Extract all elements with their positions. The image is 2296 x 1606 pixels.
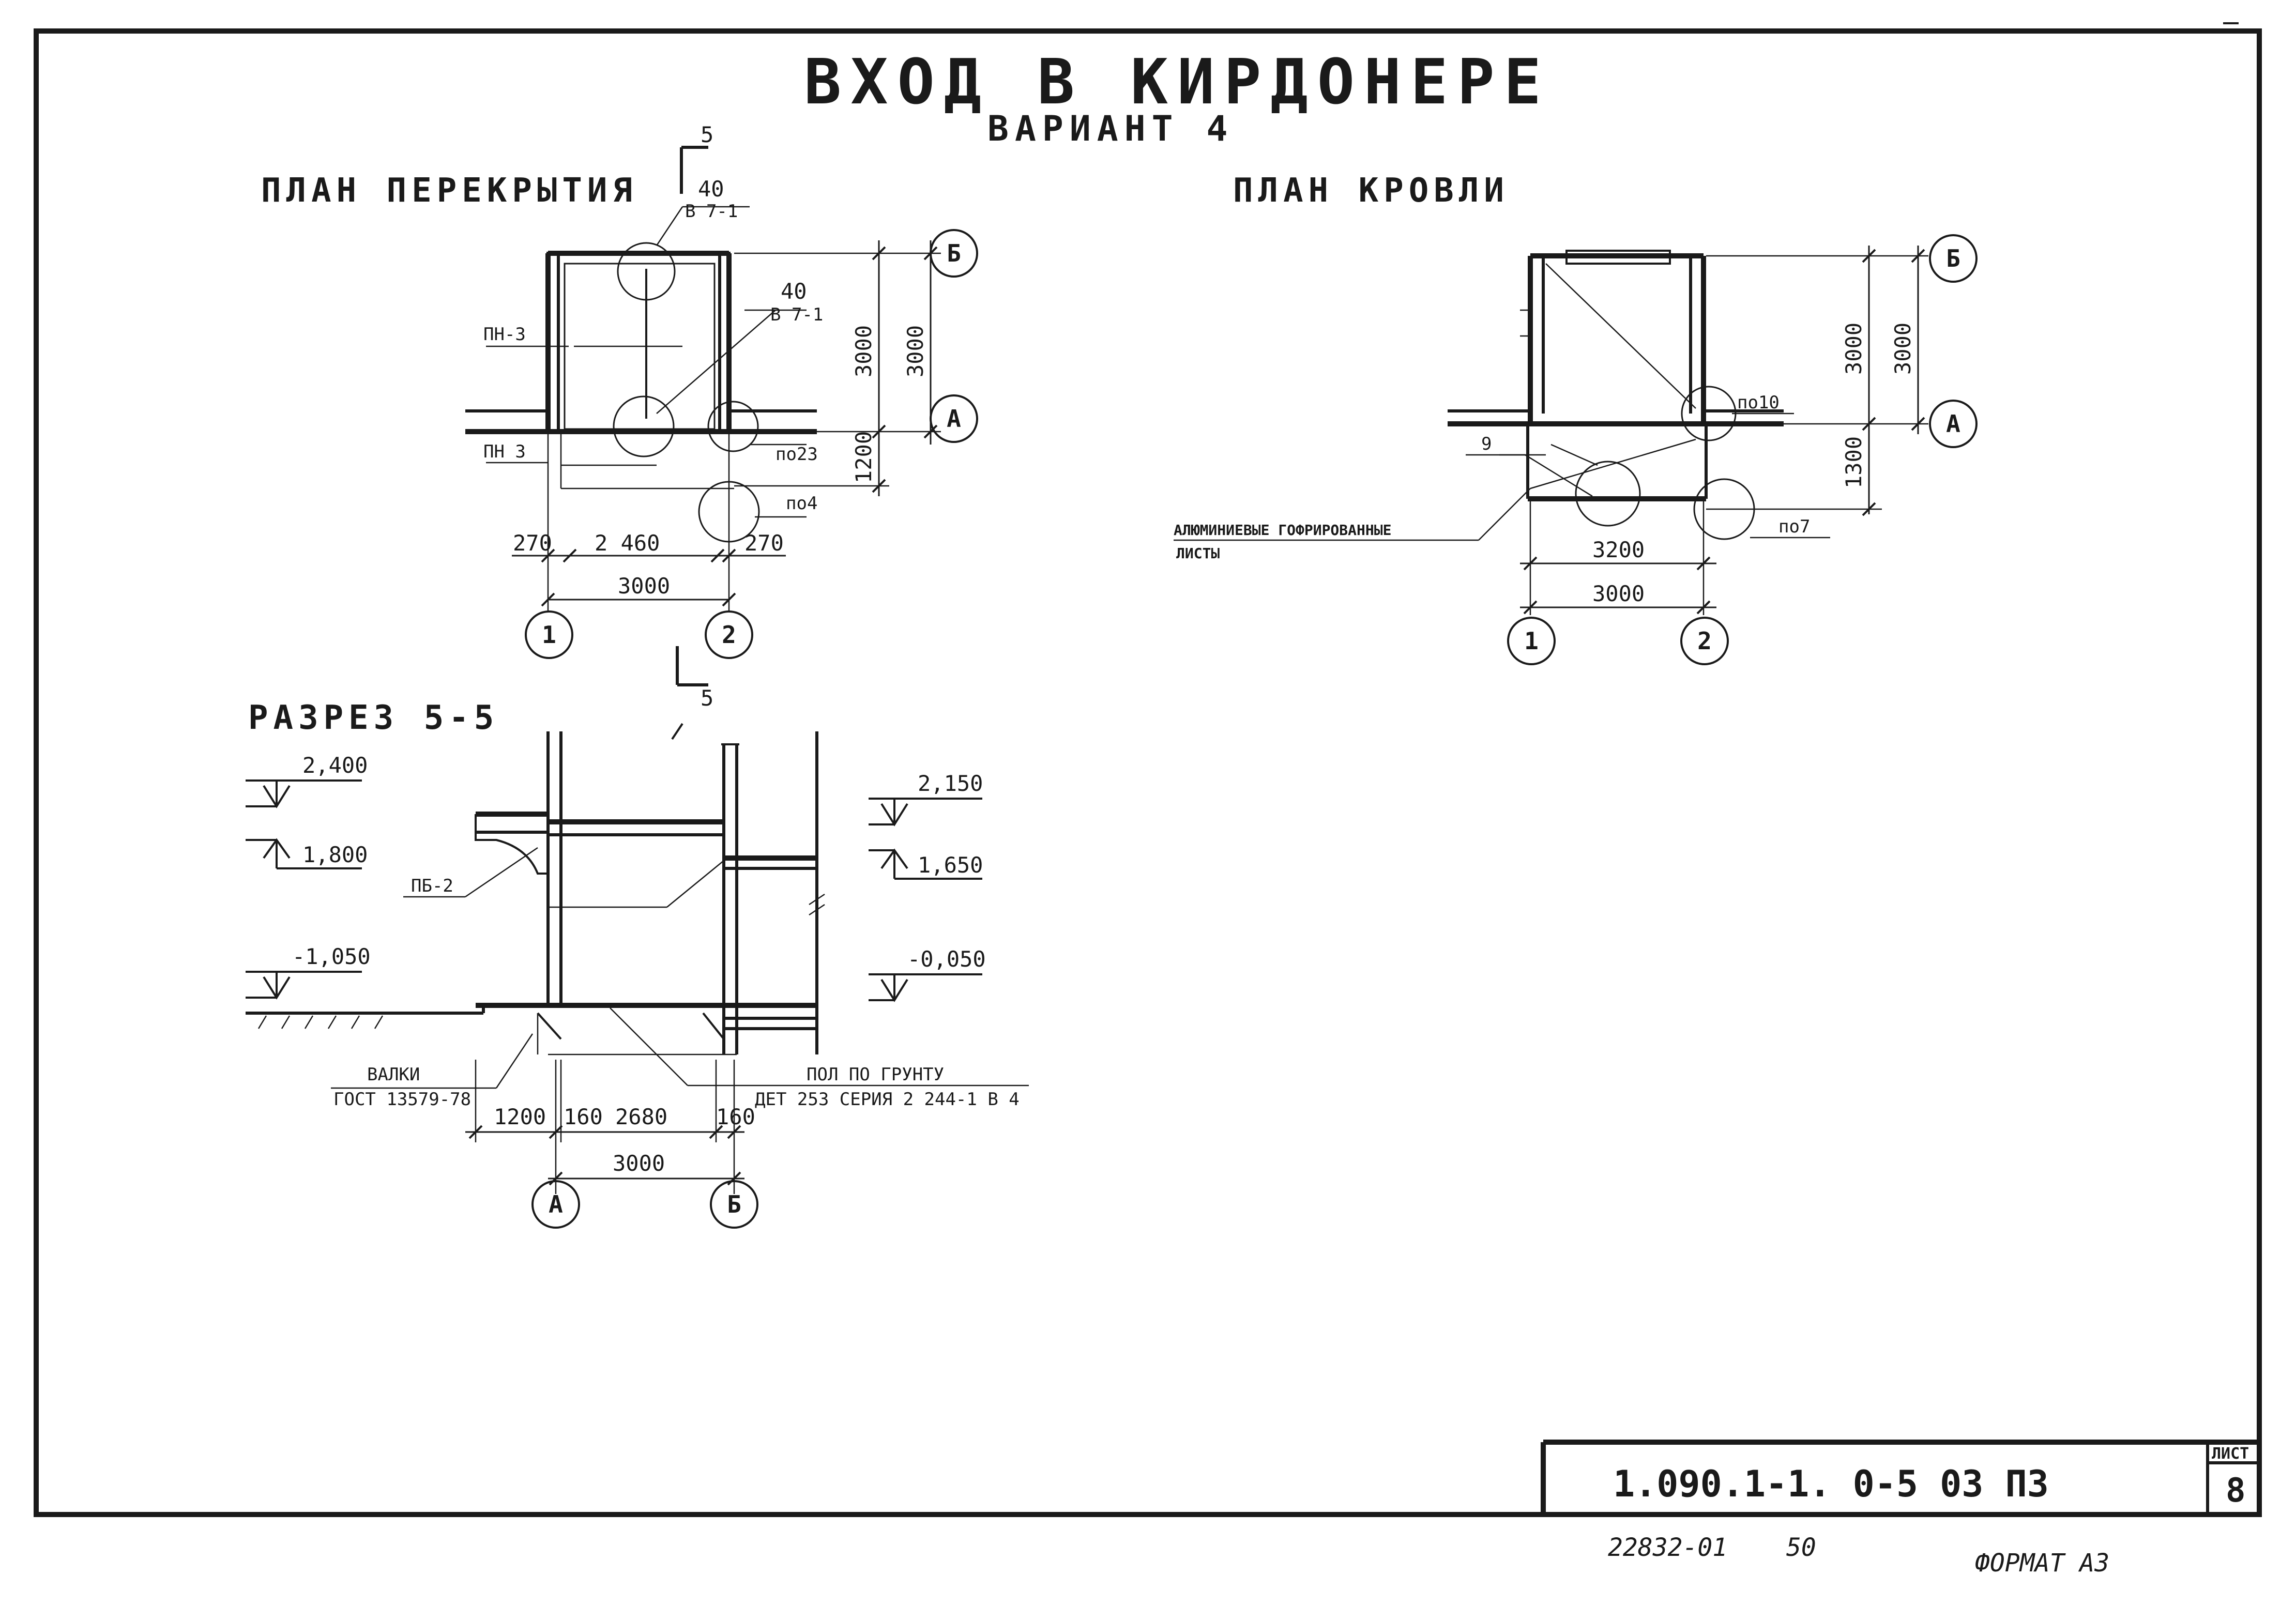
level-minus-1050: -1,050 [292,944,371,969]
slab-dim-3000-outer: 3000 [903,325,928,377]
section-pb2-label: ПБ-2 [411,876,453,896]
slab-node-mid-ref: В 7-1 [770,304,823,325]
footer-inventory-number: 22832-01 [1608,1533,1727,1562]
stamp-sheet-number: 8 [2226,1472,2251,1510]
node-circle-left [613,395,675,457]
roof-axis-2-label: 2 [1697,627,1712,655]
roof-axis-b-bubble [1929,234,1978,283]
slab-axis-1-label: 1 [542,621,556,649]
section-floor-label: ПОЛ ПО ГРУНТУ [807,1064,944,1085]
roof-plan-walls [1448,250,1784,501]
title-block [1541,1440,2259,1515]
section-ground [246,1005,485,1029]
roof-dim-3000-inner: 3000 [1841,323,1866,375]
section-gravel-label: ВАЛКИ [367,1064,420,1085]
roof-plan-title: ПЛАН КРОВЛИ [1233,172,1509,210]
slab-axis-a-label: А [947,405,961,433]
roof-sheet-note-line2: ЛИСТЫ [1176,545,1220,562]
slab-axis-2-bubble [705,610,753,659]
roof-vertical-dims [1706,246,1928,516]
slab-node-po23-label: по23 [776,444,818,465]
roof-axis-1-label: 1 [1524,627,1539,655]
section-levels-right [869,798,982,1002]
slab-pn3-top-label: ПН-3 [483,324,526,345]
stamp-sheet-label: ЛИСТ [2212,1445,2249,1463]
node-circle-right [707,401,759,452]
footer-number: 50 [1786,1533,1816,1562]
slab-dim-3000-inner: 3000 [851,325,876,377]
roof-dim-3000-outer: 3000 [1890,323,1915,375]
slab-axis-1-bubble [525,610,573,659]
slab-pn3-bottom-label: ПН 3 [483,441,526,462]
level-2400: 2,400 [302,753,368,778]
section-title: РАЗРЕЗ 5-5 [248,699,499,737]
section-structure [475,723,825,1056]
section-axis-a-label: А [549,1190,563,1218]
section-view: РАЗРЕЗ 5-5 5 [246,646,1029,1229]
section-cut-mark-top: 5 [680,122,713,194]
section-dim-2680: 2680 [615,1104,667,1129]
section-levels-left [246,779,362,1000]
roof-horizontal-dims [1520,499,1716,615]
section-dim-3000: 3000 [613,1151,665,1176]
level-1800: 1,800 [302,842,368,867]
slab-node-top-label: 40 [698,176,724,202]
slab-axis-b-label: Б [947,239,961,267]
stamp-document-code: 1.090.1-1. 0-5 03 ПЗ [1613,1463,2049,1505]
section-horizontal-dims [465,1060,744,1194]
drawing-title: ВХОД В КИРДОНЕРЕ [804,47,1550,118]
section-dim-160-left: 160 [564,1104,603,1129]
section-axis-b-label: Б [727,1190,741,1218]
section-cut-mark-top-label: 5 [701,122,713,147]
section-floor-ref-label: ДЕТ 253 СЕРИЯ 2 244-1 В 4 [755,1089,1020,1110]
roof-axis-a-bubble [1929,400,1978,448]
section-cut-mark-bottom-label: 5 [701,685,713,711]
slab-node-mid-label: 40 [781,279,807,304]
roof-axis-2-bubble [1680,617,1729,665]
roof-axis-b-label: Б [1946,244,1960,272]
footer-format: ФОРМАТ А3 [1975,1549,2109,1578]
slab-dim-1200: 1200 [851,431,876,483]
section-axis-b-bubble [710,1180,758,1229]
level-1650: 1,650 [918,852,983,878]
level-2150: 2,150 [918,771,983,796]
section-cut-mark-bottom: 5 [676,646,713,711]
slab-node-po4-label: по4 [786,493,817,514]
sheet-frame [34,22,2262,1517]
slab-dim-270-right: 270 [744,530,784,556]
roof-dim-1300: 1300 [1841,436,1866,488]
slab-horizontal-dims [512,432,786,607]
node-circle-top [617,242,676,301]
section-gost-label: ГОСТ 13579-78 [333,1089,471,1110]
roof-note-9: 9 [1481,434,1492,454]
slab-dim-2460: 2 460 [595,530,660,556]
slab-axis-a-bubble [930,394,978,443]
slab-plan: ПЛАН ПЕРЕКРЫТИЯ 5 [261,122,978,659]
roof-node-circle-left [1575,461,1641,527]
roof-node-po10-label: по10 [1737,392,1780,413]
roof-axis-a-label: А [1946,410,1960,438]
roof-dim-3000: 3000 [1592,581,1645,606]
roof-axis-1-bubble [1507,617,1556,665]
slab-plan-walls [465,251,817,490]
section-dim-160-right: 160 [716,1104,755,1129]
slab-plan-title: ПЛАН ПЕРЕКРЫТИЯ [261,172,637,210]
section-axis-a-bubble [531,1180,580,1229]
roof-plan: ПЛАН КРОВЛИ 9 [1174,172,1978,665]
slab-node-top-ref: В 7-1 [685,201,738,222]
slab-dim-270-left: 270 [513,530,552,556]
level-minus-0050: -0,050 [907,946,986,972]
slab-axis-b-bubble [930,229,978,278]
roof-dim-3200: 3200 [1592,537,1645,562]
roof-sheet-note-line1: АЛЮМИНИЕВЫЕ ГОФРИРОВАННЫЕ [1174,522,1391,539]
drawing-subtitle: ВАРИАНТ 4 [987,109,1234,149]
roof-node-po7-label: по7 [1778,516,1810,537]
slab-dim-3000: 3000 [618,573,670,599]
section-dim-1200: 1200 [494,1104,546,1129]
slab-axis-2-label: 2 [722,621,736,649]
